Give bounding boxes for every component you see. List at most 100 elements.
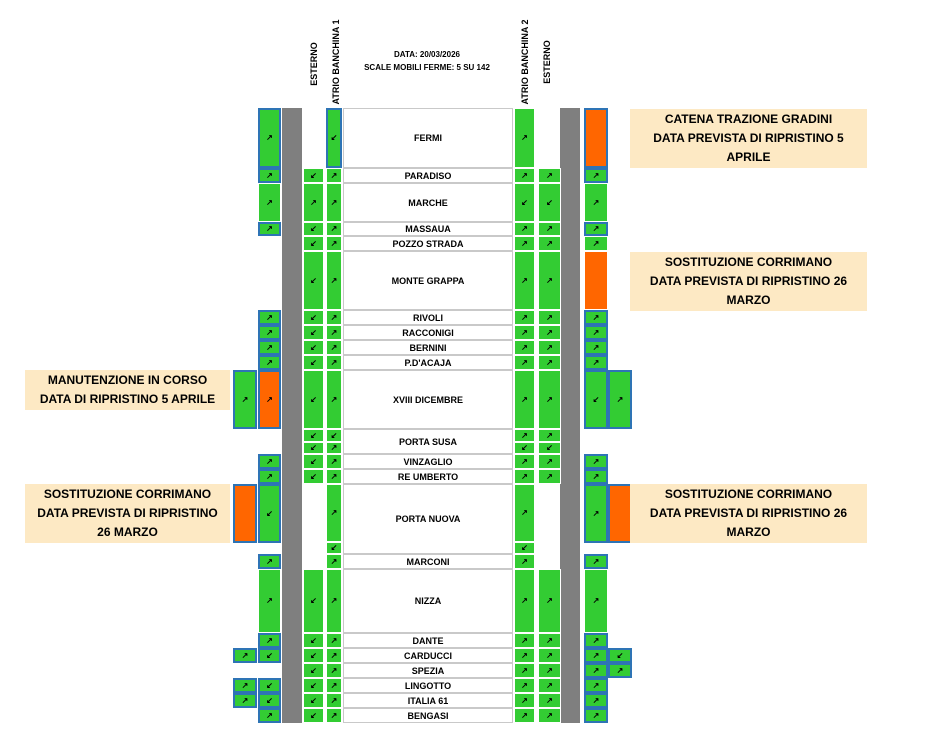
escalator-up: ↗ — [514, 222, 535, 236]
note-line: 26 MARZO — [97, 525, 158, 539]
escalator-up: ↗ — [326, 693, 342, 708]
column-label-esterno-left: ESTERNO — [309, 42, 319, 86]
escalator-up: ↗ — [258, 325, 281, 340]
escalator-up: ↗ — [514, 633, 535, 648]
note-line: DATA DI RIPRISTINO 5 APRILE — [39, 392, 216, 406]
arrow-up-right-icon: ↗ — [546, 635, 553, 645]
escalator-up: ↗ — [326, 454, 342, 469]
arrow-up-right-icon: ↗ — [266, 710, 273, 720]
escalator-up: ↗ — [584, 554, 608, 569]
arrow-down-left-icon: ↙ — [310, 665, 317, 675]
escalator-down: ↙ — [303, 370, 324, 429]
arrow-down-left-icon: ↙ — [546, 197, 553, 207]
arrow-down-left-icon: ↙ — [521, 443, 528, 452]
arrow-up-right-icon: ↗ — [546, 342, 553, 352]
arrow-up-right-icon: ↗ — [546, 680, 553, 690]
arrow-up-right-icon: ↗ — [521, 680, 528, 690]
escalator-down: ↙ — [303, 325, 324, 340]
arrow-up-right-icon: ↗ — [330, 312, 338, 322]
arrow-down-left-icon: ↙ — [310, 394, 317, 404]
escalator-up: ↗ — [326, 325, 342, 340]
arrow-up-right-icon: ↗ — [546, 456, 553, 466]
arrow-up-right-icon: ↗ — [266, 327, 273, 337]
arrow-down-left-icon: ↙ — [310, 635, 317, 645]
escalator-down: ↙ — [303, 429, 324, 442]
escalator-stopped — [584, 108, 608, 168]
escalator-up: ↗ — [258, 708, 281, 723]
arrow-up-right-icon: ↗ — [592, 342, 600, 352]
arrow-up-right-icon: ↗ — [521, 357, 528, 367]
note-line: APRILE — [726, 150, 771, 164]
escalator-up: ↗ — [326, 370, 342, 429]
escalator-up: ↗ — [326, 340, 342, 355]
escalator-up: ↗ — [326, 554, 342, 569]
station-pozzo-strada: POZZO STRADA — [343, 236, 513, 251]
escalator-up: ↗ — [326, 442, 342, 454]
arrow-up-right-icon: ↗ — [521, 224, 528, 233]
escalator-up: ↗ — [538, 251, 561, 310]
arrow-up-right-icon: ↗ — [266, 133, 273, 142]
track-bar-right — [560, 108, 580, 723]
note-line: DATA PREVISTA DI RIPRISTINO 26 — [649, 274, 848, 288]
escalator-up: ↗ — [326, 648, 342, 663]
arrow-down-left-icon: ↙ — [310, 710, 317, 720]
arrow-up-right-icon: ↗ — [546, 665, 553, 675]
escalator-up: ↗ — [538, 663, 561, 678]
arrow-up-right-icon: ↗ — [546, 710, 553, 720]
escalator-up: ↗ — [584, 310, 608, 325]
escalator-up: ↗ — [326, 484, 342, 542]
arrow-down-left-icon: ↙ — [310, 443, 317, 452]
arrow-up-right-icon: ↗ — [546, 327, 553, 337]
arrow-up-right-icon: ↗ — [330, 443, 338, 452]
arrow-up-right-icon: ↗ — [330, 680, 338, 690]
escalator-up: ↗ — [584, 340, 608, 355]
escalator-up: ↗ — [258, 340, 281, 355]
escalator-up: ↗ — [514, 340, 535, 355]
escalator-down: ↙ — [258, 484, 281, 543]
escalator-up: ↗ — [326, 678, 342, 693]
escalator-up: ↗ — [233, 678, 257, 693]
arrow-up-right-icon: ↗ — [521, 327, 528, 337]
arrow-up-right-icon: ↗ — [546, 357, 553, 367]
station-p-d-acaja: P.D'ACAJA — [343, 355, 513, 370]
arrow-up-right-icon: ↗ — [330, 635, 338, 645]
station-marche: MARCHE — [343, 183, 513, 222]
station-massaua: MASSAUA — [343, 222, 513, 236]
arrow-up-right-icon: ↗ — [592, 650, 600, 660]
arrow-up-right-icon: ↗ — [266, 224, 273, 233]
escalator-down: ↙ — [303, 168, 324, 183]
arrow-up-right-icon: ↗ — [546, 224, 553, 233]
escalator-up: ↗ — [514, 663, 535, 678]
arrow-up-right-icon: ↗ — [330, 327, 338, 337]
arrow-down-left-icon: ↙ — [310, 430, 317, 440]
arrow-up-right-icon: ↗ — [592, 710, 600, 720]
escalator-up: ↗ — [258, 569, 281, 633]
escalator-up: ↗ — [538, 678, 561, 693]
arrow-down-left-icon: ↙ — [546, 443, 553, 452]
arrow-down-left-icon: ↙ — [310, 342, 317, 352]
arrow-up-right-icon: ↗ — [266, 312, 273, 322]
arrow-up-right-icon: ↗ — [266, 197, 273, 207]
arrow-up-right-icon: ↗ — [330, 665, 338, 675]
escalator-down: ↙ — [303, 648, 324, 663]
escalator-up: ↗ — [584, 469, 608, 484]
arrow-up-right-icon: ↗ — [330, 650, 338, 660]
arrow-up-right-icon: ↗ — [592, 197, 600, 207]
arrow-up-right-icon: ↗ — [592, 556, 600, 566]
arrow-up-right-icon: ↗ — [592, 238, 600, 248]
arrow-up-right-icon: ↗ — [592, 357, 600, 367]
arrow-up-right-icon: ↗ — [330, 238, 338, 248]
arrow-up-right-icon: ↗ — [330, 197, 338, 207]
escalator-down: ↙ — [258, 693, 281, 708]
arrow-down-left-icon: ↙ — [310, 596, 317, 605]
escalator-down: ↙ — [514, 542, 535, 554]
escalator-up: ↗ — [326, 708, 342, 723]
escalator-down: ↙ — [303, 222, 324, 236]
escalator-up: ↗ — [538, 310, 561, 325]
arrow-up-right-icon: ↗ — [521, 556, 528, 566]
arrow-up-right-icon: ↗ — [266, 635, 273, 645]
escalator-up: ↗ — [538, 340, 561, 355]
station-bengasi: BENGASI — [343, 708, 513, 723]
arrow-up-right-icon: ↗ — [266, 456, 273, 466]
